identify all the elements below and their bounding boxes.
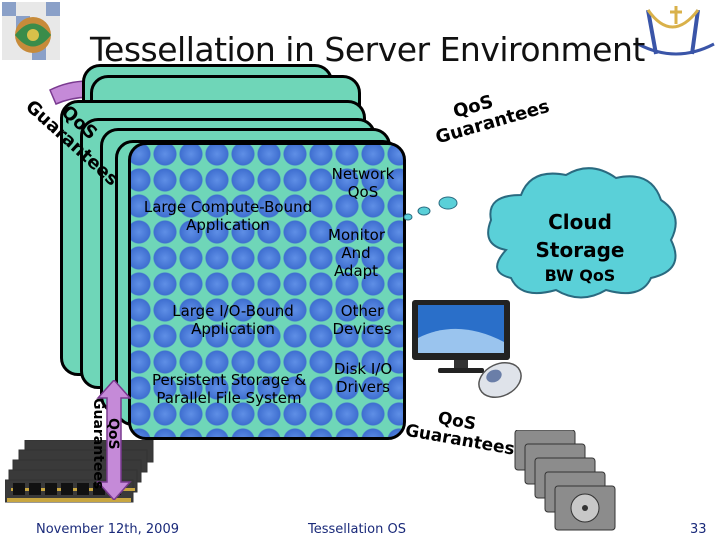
slide-title: Tessellation in Server Environment xyxy=(90,30,645,69)
logo-right-icon xyxy=(636,4,716,62)
qos-double-arrow xyxy=(96,380,132,500)
monitor-icon xyxy=(412,300,510,373)
label-other-devices: Other Devices xyxy=(332,302,392,338)
cloud-dots xyxy=(403,196,458,221)
hard-drive-icon xyxy=(514,430,616,531)
label-monitor-adapt: Monitor And Adapt xyxy=(328,226,386,280)
cloud-storage-label: Cloud Storage BW QoS xyxy=(535,210,625,285)
partition-card-front xyxy=(128,142,406,440)
label-large-io-bound: Large I/O-Bound Application xyxy=(172,302,294,338)
qos-guarantees-top-right: QoS Guarantees xyxy=(433,91,552,149)
label-large-compute-bound: Large Compute-Bound Application xyxy=(143,198,313,234)
footer-center: Tessellation OS xyxy=(308,522,406,537)
memory-module-icon xyxy=(5,440,154,503)
label-persistent-storage: Persistent Storage & Parallel File Syste… xyxy=(151,371,307,407)
logo-left-icon xyxy=(2,2,60,60)
label-disk-io-drivers: Disk I/O Drivers xyxy=(333,360,393,396)
footer-date: November 12th, 2009 xyxy=(36,522,179,537)
qos-guarantees-vertical: QoS Guarantees xyxy=(90,398,121,490)
page-number: 33 xyxy=(690,522,707,537)
mouse-icon xyxy=(478,362,522,398)
cloud-icon xyxy=(487,167,677,299)
qos-guarantees-bottom-right: QoS Guarantees xyxy=(403,408,517,460)
label-network-qos: Network QoS xyxy=(331,165,395,201)
